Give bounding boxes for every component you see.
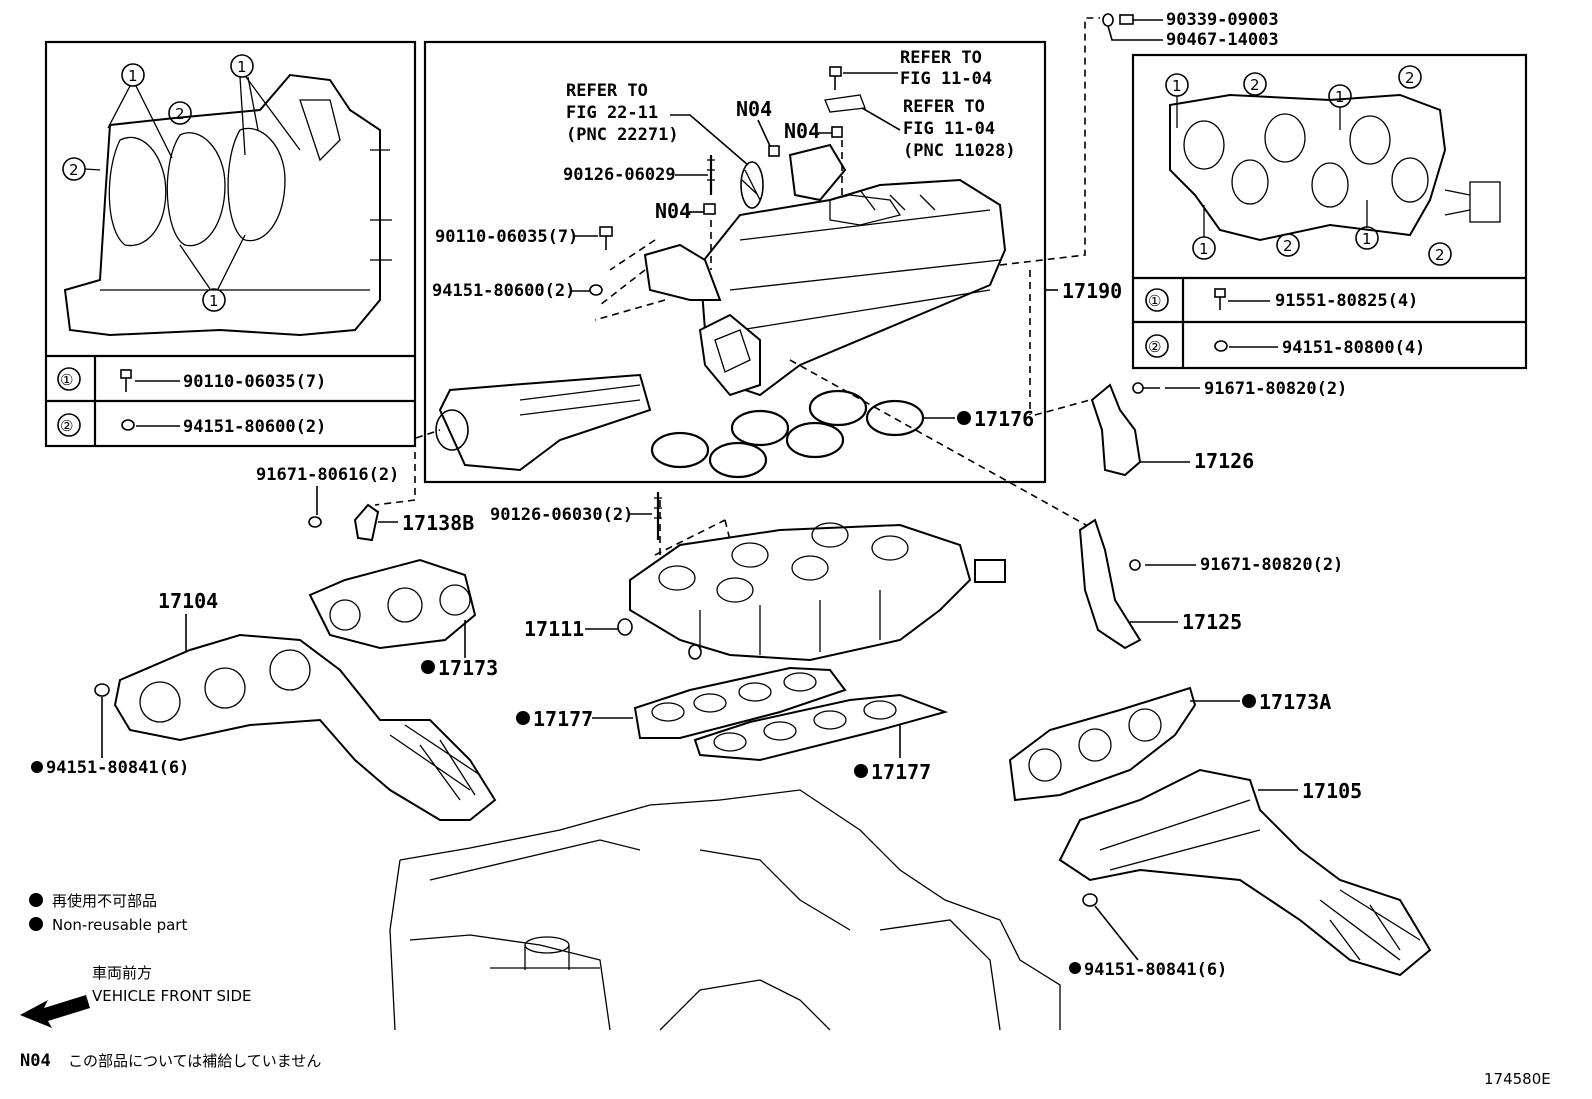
left-inset-row1-part: 90110-06035(7) bbox=[183, 372, 326, 392]
callout-94151-80841-left: 94151-80841(6) bbox=[46, 758, 189, 778]
n04-label-1: N04 bbox=[736, 97, 772, 121]
svg-text:1: 1 bbox=[1335, 88, 1345, 106]
svg-text:1: 1 bbox=[1362, 230, 1372, 248]
nonreusable-dot-17173 bbox=[421, 660, 435, 674]
callout-17176: 17176 bbox=[974, 407, 1034, 431]
callout-17104: 17104 bbox=[158, 589, 218, 613]
svg-text:2: 2 bbox=[175, 105, 185, 123]
callout-91671-80616: 91671-80616(2) bbox=[256, 465, 399, 485]
callout-17126: 17126 bbox=[1194, 449, 1254, 473]
nut-icon bbox=[1214, 340, 1228, 352]
n04-note-code: N04 bbox=[20, 1051, 51, 1071]
right-inset-row1-part: 91551-80825(4) bbox=[1275, 291, 1418, 311]
n04-label-2: N04 bbox=[784, 119, 820, 143]
arrow-left-icon bbox=[20, 995, 90, 1028]
nonreusable-dot-17177a bbox=[516, 711, 530, 725]
callout-17177-a: 17177 bbox=[533, 707, 593, 731]
n04-label-3: N04 bbox=[655, 199, 691, 223]
document-id: 174580E bbox=[1484, 1070, 1551, 1088]
refer-c-line3: (PNC 22271) bbox=[566, 125, 679, 145]
refer-b-line3: (PNC 11028) bbox=[903, 141, 1016, 161]
callout-94151-80600: 94151-80600(2) bbox=[432, 281, 575, 301]
row2-circle bbox=[57, 413, 81, 437]
nonreusable-dot-94151-left bbox=[31, 761, 43, 773]
callout-17190: 17190 bbox=[1062, 279, 1122, 303]
row1-circle bbox=[1145, 288, 1169, 312]
nut-icon bbox=[1082, 893, 1098, 907]
callout-94151-80841-right: 94151-80841(6) bbox=[1084, 960, 1227, 980]
gasket-17173-drawing bbox=[308, 558, 477, 650]
exhaust-manifold-17105-drawing bbox=[1058, 768, 1432, 977]
callout-17111: 17111 bbox=[524, 617, 584, 641]
callout-91671-80820-a: 91671-80820(2) bbox=[1204, 379, 1347, 399]
legend-dot-en bbox=[29, 917, 43, 931]
right-inset-manifold-drawing: 1 2 1 2 1 2 1 2 bbox=[1165, 65, 1501, 266]
left-inset-row2-symbol: ② bbox=[60, 417, 73, 435]
svg-text:2: 2 bbox=[1435, 246, 1445, 264]
left-inset-row2-part: 94151-80600(2) bbox=[183, 417, 326, 437]
refer-c-line1: REFER TO bbox=[566, 81, 648, 101]
gasket-17173a-drawing bbox=[1008, 686, 1197, 802]
left-inset: 1 1 2 2 1 ① ② 90110-06035(7) 9415 bbox=[44, 40, 417, 448]
svg-text:2: 2 bbox=[1250, 76, 1260, 94]
callout-90467: 90467-14003 bbox=[1166, 30, 1279, 50]
refer-b-line2: FIG 11-04 bbox=[903, 119, 995, 139]
guide-lines bbox=[374, 17, 1100, 561]
legend-front-en: VEHICLE FRONT SIDE bbox=[92, 987, 252, 1005]
legend-nonreusable-en: Non-reusable part bbox=[52, 916, 187, 934]
intake-manifold-17111-drawing bbox=[617, 522, 1006, 662]
gasket-17177-drawing bbox=[633, 666, 949, 762]
refer-a-line2: FIG 11-04 bbox=[900, 69, 992, 89]
right-inset-row1-symbol: ① bbox=[1148, 292, 1161, 310]
svg-text:2: 2 bbox=[69, 161, 79, 179]
bracket-17125-drawing bbox=[1078, 518, 1142, 650]
refer-b-line1: REFER TO bbox=[903, 97, 985, 117]
legend-front-jp: 車両前方 bbox=[92, 964, 152, 982]
svg-text:2: 2 bbox=[1405, 69, 1415, 87]
row1-circle bbox=[57, 367, 81, 391]
engine-block-drawing bbox=[389, 789, 1061, 1031]
nut-icon bbox=[94, 683, 110, 697]
svg-text:1: 1 bbox=[128, 67, 138, 85]
left-inset-row1-symbol: ① bbox=[60, 371, 73, 389]
callout-17173a: 17173A bbox=[1259, 690, 1331, 714]
right-inset: 1 2 1 2 1 2 1 2 ① ② 91551 bbox=[1131, 53, 1528, 370]
callout-90110-06035: 90110-06035(7) bbox=[435, 227, 578, 247]
nut-icon bbox=[121, 419, 135, 431]
callout-90339: 90339-09003 bbox=[1166, 10, 1279, 30]
nonreusable-dot-17173a bbox=[1242, 694, 1256, 708]
refer-a-line1: REFER TO bbox=[900, 48, 982, 68]
intake-plenum-drawing bbox=[435, 66, 1007, 479]
callout-17177-b: 17177 bbox=[871, 760, 931, 784]
callout-17105: 17105 bbox=[1302, 779, 1362, 803]
callout-17138b: 17138B bbox=[402, 511, 474, 535]
svg-text:1: 1 bbox=[237, 58, 247, 76]
callout-91671-80820-b: 91671-80820(2) bbox=[1200, 555, 1343, 575]
refer-c-line2: FIG 22-11 bbox=[566, 103, 658, 123]
svg-text:1: 1 bbox=[1199, 240, 1209, 258]
callout-90126-06030: 90126-06030(2) bbox=[490, 505, 633, 525]
row2-circle bbox=[1145, 334, 1169, 358]
right-inset-row2-symbol: ② bbox=[1148, 338, 1161, 356]
callout-17173: 17173 bbox=[438, 656, 498, 680]
legend-dot-jp bbox=[29, 893, 43, 907]
exhaust-manifold-17104-drawing bbox=[113, 633, 497, 821]
legend-nonreusable-jp: 再使用不可部品 bbox=[52, 892, 157, 910]
callout-90126-06029: 90126-06029 bbox=[563, 165, 676, 185]
svg-text:2: 2 bbox=[1283, 237, 1293, 255]
svg-text:1: 1 bbox=[1172, 77, 1182, 95]
nonreusable-dot-17177b bbox=[854, 764, 868, 778]
nonreusable-dot-17176 bbox=[957, 411, 971, 425]
n04-note-text: この部品については補給していません bbox=[68, 1052, 321, 1070]
right-inset-row2-part: 94151-80800(4) bbox=[1282, 338, 1425, 358]
bolt-icon bbox=[1214, 288, 1226, 310]
clip-icon bbox=[1102, 13, 1163, 41]
bolt-icon bbox=[120, 369, 132, 392]
left-inset-manifold-drawing: 1 1 2 2 1 bbox=[62, 54, 392, 337]
center-box bbox=[423, 40, 1047, 484]
nonreusable-dot-94151-right bbox=[1069, 962, 1081, 974]
callout-17125: 17125 bbox=[1182, 610, 1242, 634]
svg-text:1: 1 bbox=[209, 292, 219, 310]
